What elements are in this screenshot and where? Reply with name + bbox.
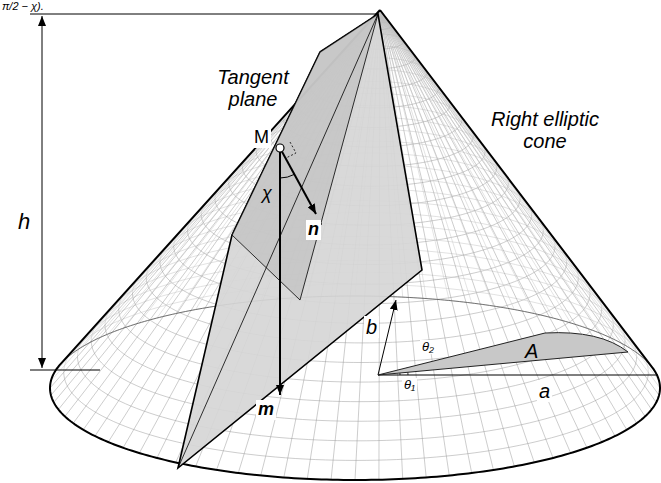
area-label: A (525, 340, 538, 362)
axis-label: a (537, 380, 552, 402)
cone-outline (50, 10, 660, 480)
area-sector: A (378, 328, 630, 376)
angle-label: χ (262, 184, 272, 204)
cone-mesh (50, 10, 660, 480)
angle-label: θ₂ (420, 340, 436, 354)
mesh-generator (380, 10, 659, 395)
cut-off-text: π/2 − χ). (2, 0, 44, 12)
mesh-generator (380, 10, 602, 334)
mesh-ring (78, 357, 637, 441)
mesh-generator (380, 10, 627, 346)
angle-label: θ₁ (402, 378, 417, 392)
mesh-ring (50, 388, 660, 480)
sector-shape (378, 328, 630, 376)
cone-label: Right elliptic cone (475, 108, 615, 152)
mesh-generator (380, 10, 615, 340)
mesh-ring (64, 372, 649, 460)
axis-label: b (364, 316, 379, 338)
mesh-generator (380, 10, 587, 328)
tangent-plane (178, 14, 422, 468)
base-construction (378, 300, 658, 375)
height-label: h (18, 210, 30, 234)
point-label: M (252, 128, 271, 148)
vectors (257, 142, 322, 404)
sector-fill (378, 333, 628, 375)
plane-label: Tangent plane (208, 66, 298, 110)
vector-label: n (306, 220, 321, 240)
mesh-generator (380, 10, 615, 436)
vector-label: m (256, 400, 276, 420)
cone-silhouette (50, 10, 660, 480)
